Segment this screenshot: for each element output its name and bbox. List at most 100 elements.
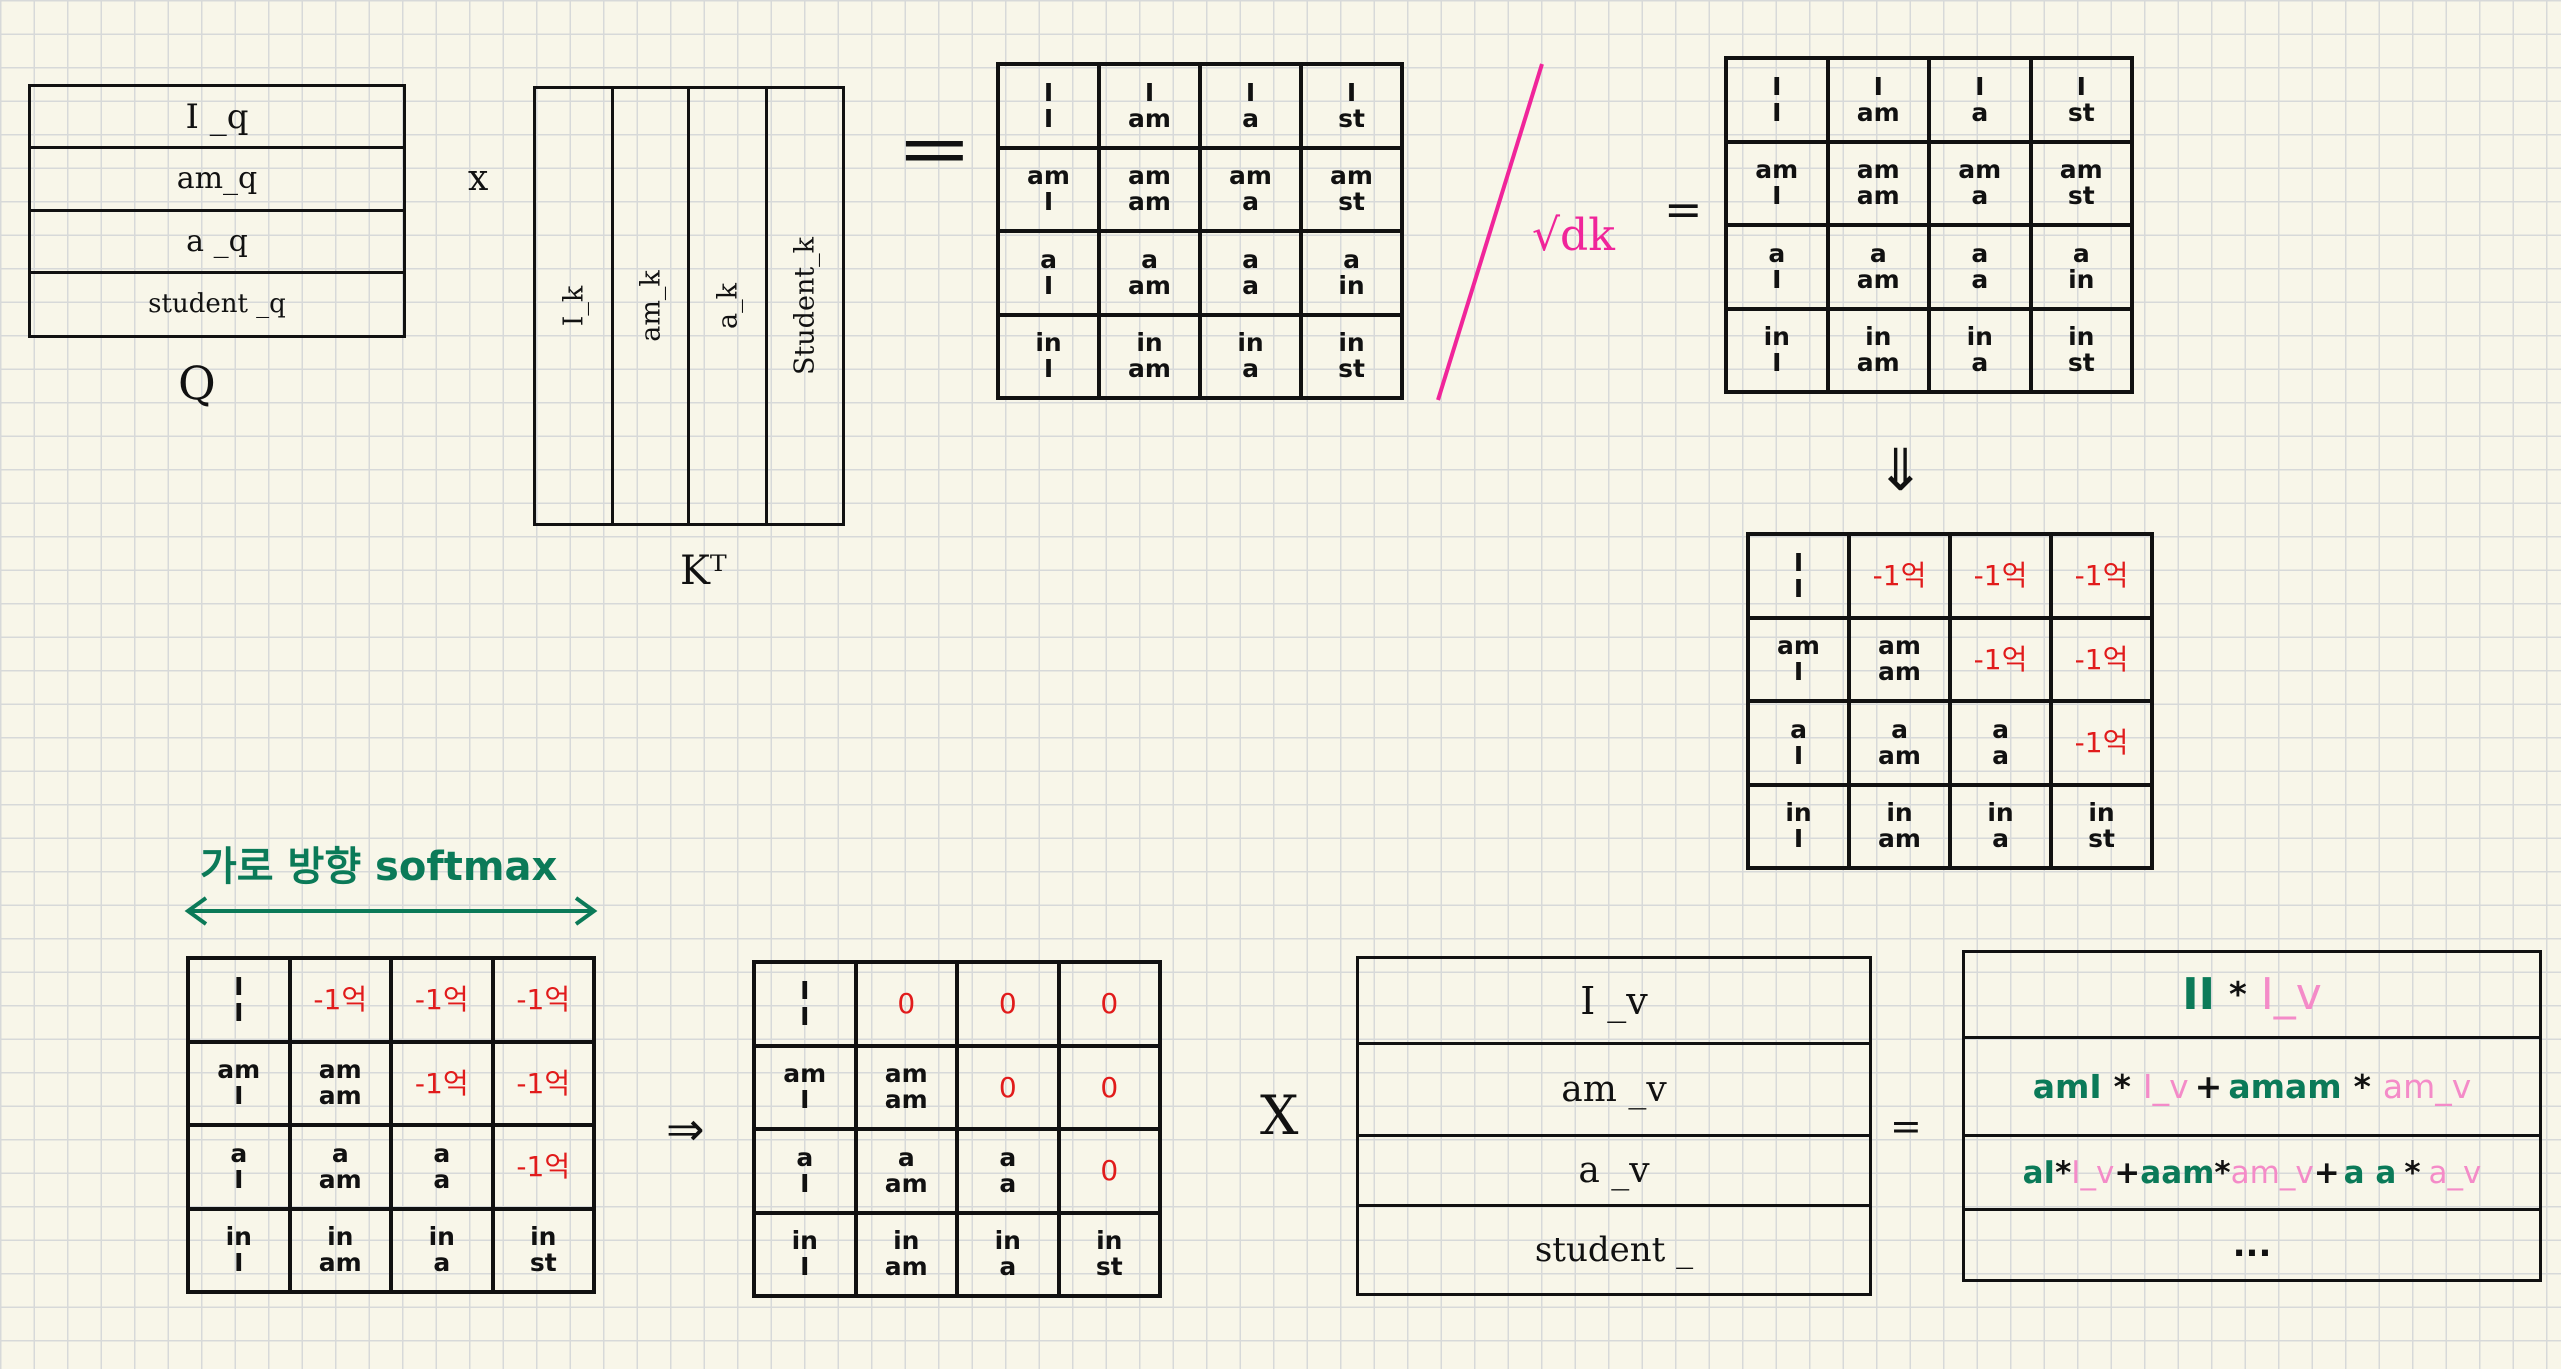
v-row: am _v — [1359, 1045, 1869, 1137]
cell-token: a — [1242, 244, 1259, 274]
matrix-cell: -1억 — [389, 956, 495, 1044]
cell-token: I — [1346, 77, 1357, 107]
cell-token: a — [1971, 348, 1989, 378]
cell-token: a — [1992, 824, 2009, 854]
softmax-label: 가로 방향 softmax — [200, 844, 558, 890]
cell-token: am — [1878, 740, 1921, 770]
cell-token: am — [884, 1252, 928, 1282]
cell-token: am — [1128, 270, 1171, 300]
cell-token: am — [1856, 155, 1900, 184]
cell-token: st — [1338, 187, 1365, 217]
cell-token: a — [1790, 714, 1807, 744]
cell-token: a — [897, 1142, 915, 1172]
cell-token: am — [1856, 264, 1900, 294]
cell-token: in — [1035, 328, 1062, 357]
cell-token: I — [1043, 77, 1054, 107]
matrix-cell: 0 — [955, 1043, 1061, 1131]
cell-token: I — [1793, 824, 1804, 854]
cell-token: in — [791, 1226, 818, 1255]
cell-token: a — [1971, 97, 1989, 127]
cell-token: a — [1141, 244, 1158, 274]
cell-token: am — [1856, 181, 1900, 211]
matrix-cell: -1억 — [490, 956, 596, 1044]
q-row: a _q — [31, 212, 403, 274]
kt-col: Student_k — [789, 236, 821, 376]
matrix-cell: 0 — [853, 960, 959, 1048]
output-row: aI * I_v + aam * am_v + a a * a_v — [1965, 1137, 2539, 1211]
cell-token: am — [1128, 187, 1171, 217]
cell-token: in — [893, 1226, 920, 1255]
cell-token: a — [999, 1168, 1017, 1198]
cell-token: am — [1128, 354, 1171, 384]
cell-token: I — [1793, 547, 1804, 577]
cell-token: I — [1793, 573, 1804, 603]
cell-token: st — [2088, 824, 2115, 854]
cell-token: I — [1043, 270, 1054, 300]
cell-token: I — [1772, 71, 1782, 101]
cell-token: I — [800, 1252, 810, 1282]
cell-token: I — [1793, 740, 1804, 770]
cell-token: am — [318, 1081, 362, 1111]
cell-token: am — [1755, 155, 1799, 184]
cell-token: I — [234, 1164, 244, 1194]
sqrt-dk-label: √dk — [1532, 210, 1615, 261]
matrix-cell: 0 — [1056, 1043, 1162, 1131]
v-matrix: I _v am _v a _v student _ — [1356, 956, 1872, 1296]
row-direction-arrow — [184, 896, 598, 926]
cell-token: a — [1242, 354, 1259, 384]
cell-token: a — [433, 1164, 451, 1194]
kt-label: Kᵀ — [680, 548, 727, 594]
matrix-cell: 0 — [955, 960, 1061, 1048]
output-row: amI * I_v + amam * am_v — [1965, 1039, 2539, 1137]
cell-token: I — [1772, 348, 1782, 378]
cell-token: a — [433, 1248, 451, 1278]
equals-sign: = — [1664, 182, 1703, 236]
matrix-cell: -1억 — [287, 956, 393, 1044]
divide-slash — [1436, 63, 1544, 401]
kt-col: I_k — [536, 89, 614, 523]
cell-token: a — [999, 1252, 1017, 1282]
cell-token: a — [1242, 270, 1259, 300]
matrix-cell: -1억 — [2049, 699, 2154, 787]
cell-token: in — [2068, 322, 2095, 351]
down-arrow: ⇓ — [1876, 436, 1925, 504]
cell-token: am — [318, 1248, 362, 1278]
cell-token: I — [1772, 264, 1782, 294]
cell-token: I — [800, 975, 810, 1005]
output-matrix: II * I_v amI * I_v + amam * am_v aI * I_… — [1962, 950, 2542, 1282]
cell-token: in — [1136, 328, 1163, 357]
cell-token: am — [1856, 348, 1900, 378]
